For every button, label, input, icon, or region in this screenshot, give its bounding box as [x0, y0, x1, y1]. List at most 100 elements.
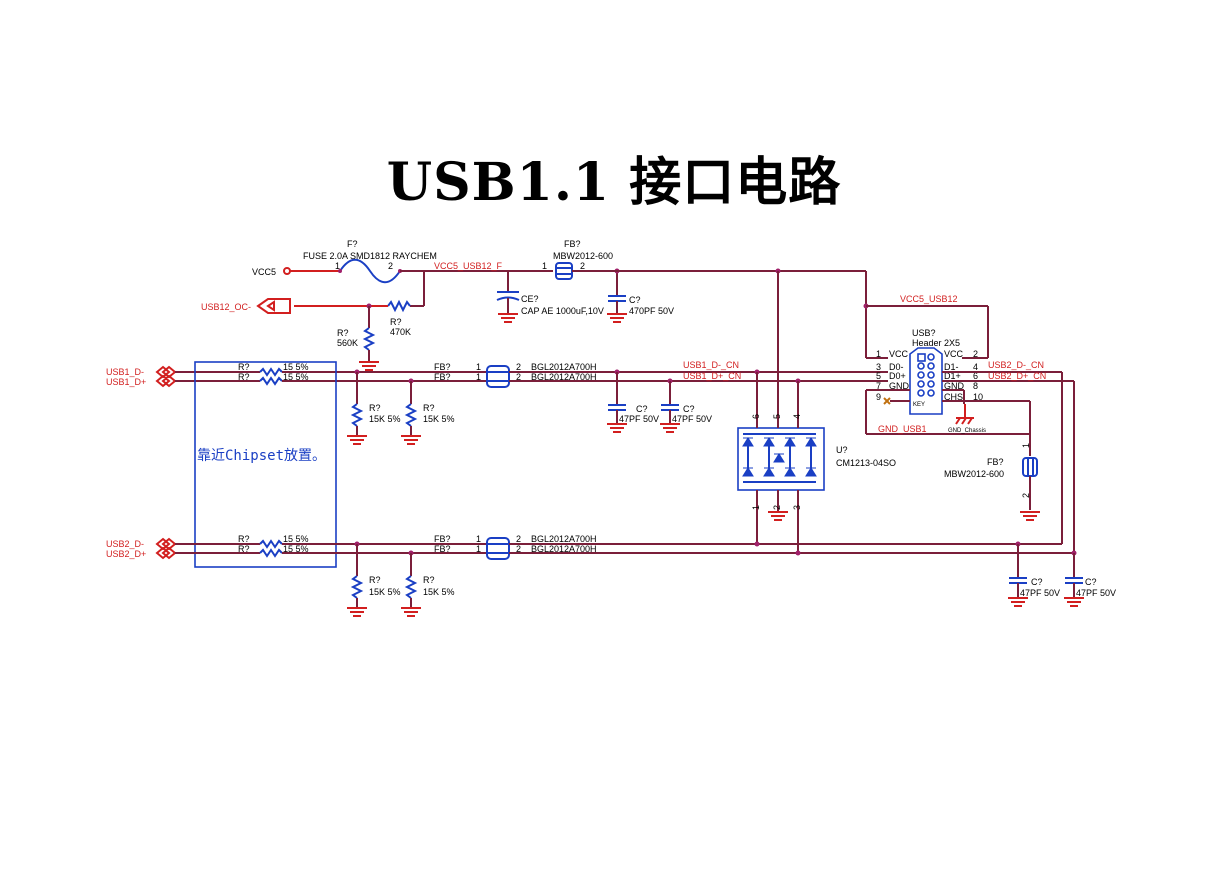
- header-pin-3-num: 3: [876, 362, 881, 372]
- fb-top-value: MBW2012-600: [553, 251, 613, 261]
- usb1-lines: USB1_D- USB1_D+ R? 15 5% R? 15 5% FB? FB…: [106, 360, 888, 445]
- no-connect-icon: [883, 397, 891, 405]
- ce-value: CAP AE 1000uF,10V: [521, 306, 604, 316]
- header-pin-4-name: D1-: [944, 362, 959, 372]
- c-usb2-dm-ref: C?: [1031, 577, 1043, 587]
- header-pin-8-num: 8: [973, 381, 978, 391]
- usb1-dm-port: [155, 365, 177, 379]
- fb-top-ref: FB?: [564, 239, 581, 249]
- capacitor-ce: [496, 296, 520, 301]
- c-usb1-dm-ref: C?: [636, 404, 648, 414]
- pd-usb1-dm-ref: R?: [369, 403, 381, 413]
- fb-chassis-value: MBW2012-600: [944, 469, 1004, 479]
- header-pin-1-name: VCC: [889, 349, 909, 359]
- fb-usb2-dp-value: BGL2012A700H: [531, 544, 597, 554]
- esd-ref: U?: [836, 445, 848, 455]
- usb2-dm-label: USB2_D-: [106, 539, 144, 549]
- c470pf-value: 470PF 50V: [629, 306, 674, 316]
- usb12-oc-label: USB12_OC-: [201, 302, 251, 312]
- header-ref: USB?: [912, 328, 936, 338]
- r-usb2-dm-ref: R?: [238, 534, 250, 544]
- fb-usb1-dp-value: BGL2012A700H: [531, 372, 597, 382]
- fb-usb1-dp-pin1: 1: [476, 372, 481, 382]
- pd-usb2-dp-ref: R?: [423, 575, 435, 585]
- gnd-chassis-label: GND_Chassis: [948, 428, 986, 434]
- fb-chassis-pin1: 1: [1021, 443, 1031, 448]
- header-key-label: KEY: [913, 402, 925, 408]
- vcc5-usb12-f-label: VCC5_USB12_F: [434, 261, 503, 271]
- vcc5-port: [283, 267, 291, 275]
- fb-usb1-dp-pin2: 2: [516, 372, 521, 382]
- esd-pin-6: 6: [751, 414, 761, 419]
- vcc5-usb12-label: VCC5_USB12: [900, 294, 958, 304]
- fb-usb2-dp-pin1: 1: [476, 544, 481, 554]
- fb-usb1-dm-pin2: 2: [516, 362, 521, 372]
- r-usb1-dm-value: 15 5%: [283, 362, 309, 372]
- c-usb1-dm-value: 47PF 50V: [619, 414, 659, 424]
- r-usb2-dp-value: 15 5%: [283, 544, 309, 554]
- fuse-ref: F?: [347, 239, 358, 249]
- usb1-dm-label: USB1_D-: [106, 367, 144, 377]
- r-usb2-dm-value: 15 5%: [283, 534, 309, 544]
- r470k-ref: R?: [390, 317, 402, 327]
- pd-usb2-dm-ref: R?: [369, 575, 381, 585]
- fuse-pin1: 1: [335, 261, 340, 271]
- r-usb1-dp-value: 15 5%: [283, 372, 309, 382]
- ferrite-bead-top: [555, 262, 573, 280]
- esd-pin-4: 4: [792, 414, 802, 419]
- vcc5-label: VCC5: [252, 267, 276, 277]
- r-usb1-dm-ref: R?: [238, 362, 250, 372]
- pulldown-r-usb2-dp: [404, 575, 418, 599]
- fb-usb2-dm-value: BGL2012A700H: [531, 534, 597, 544]
- header-body: [909, 347, 943, 415]
- fb-usb2-dm-pin2: 2: [516, 534, 521, 544]
- r-usb1-dp-ref: R?: [238, 372, 250, 382]
- header-pin-6-num: 6: [973, 371, 978, 381]
- header-pin-1-num: 1: [876, 349, 881, 359]
- usb2-dp-label: USB2_D+: [106, 549, 146, 559]
- pd-usb2-dm-value: 15K 5%: [369, 587, 401, 597]
- usb2-dp-port: [155, 546, 177, 560]
- header-pin-5-name: D0+: [889, 371, 906, 381]
- header-pin-4-num: 4: [973, 362, 978, 372]
- fuse-symbol: [339, 258, 401, 284]
- fb-top-pin1: 1: [542, 261, 547, 271]
- fb-usb2-dm-pin1: 1: [476, 534, 481, 544]
- usb12-oc-port: [256, 298, 291, 314]
- esd-value: CM1213-04SO: [836, 458, 896, 468]
- header-pin-8-name: GND: [944, 381, 965, 391]
- pd-usb1-dm-value: 15K 5%: [369, 414, 401, 424]
- page-title: USB1.1 接口电路: [386, 152, 842, 213]
- usb2-dm-port: [155, 537, 177, 551]
- header-pin-7-name: GND: [889, 381, 910, 391]
- usb1-dp-port: [155, 374, 177, 388]
- header-pin-2-num: 2: [973, 349, 978, 359]
- fb-usb2-dp-ref: FB?: [434, 544, 451, 554]
- header-pin-10-num: 10: [973, 392, 983, 402]
- r560k-value: 560K: [337, 338, 358, 348]
- c-usb1-dp-ref: C?: [683, 404, 695, 414]
- c470pf-ref: C?: [629, 295, 641, 305]
- series-resistor-usb2-dm: [259, 539, 283, 549]
- series-resistor-usb1-dm: [259, 367, 283, 377]
- usb2-dp-cn-label: USB2_D+_CN: [988, 371, 1046, 381]
- header-value: Header 2X5: [912, 338, 960, 348]
- c-usb2-dp-ref: C?: [1085, 577, 1097, 587]
- fb-top-pin2: 2: [580, 261, 585, 271]
- esd-pin-3: 3: [792, 505, 802, 510]
- usb-header: USB? Header 2X5 KEY 1 VCC 3 D0- 5 D0+ 7 …: [865, 328, 1075, 553]
- usb2-dm-cn-label: USB2_D-_CN: [988, 360, 1044, 370]
- chassis-fb: 1 2 FB? MBW2012-600: [944, 443, 1040, 521]
- fb-usb1-dp-ref: FB?: [434, 372, 451, 382]
- header-pin-2-name: VCC: [944, 349, 964, 359]
- chassis-ground-icon: [955, 404, 974, 425]
- header-pin-10-name: CHS: [944, 392, 963, 402]
- esd-pin-2: 2: [772, 505, 782, 510]
- pulldown-r-usb1-dp: [404, 403, 418, 427]
- ce-ref: CE?: [521, 294, 539, 304]
- ferrite-bead-usb2: [486, 537, 510, 560]
- pd-usb2-dp-value: 15K 5%: [423, 587, 455, 597]
- esd-array: 6 5 4 1 2 3 U? CM1213-04SO: [737, 271, 896, 553]
- series-resistor-usb1-dp: [259, 376, 283, 386]
